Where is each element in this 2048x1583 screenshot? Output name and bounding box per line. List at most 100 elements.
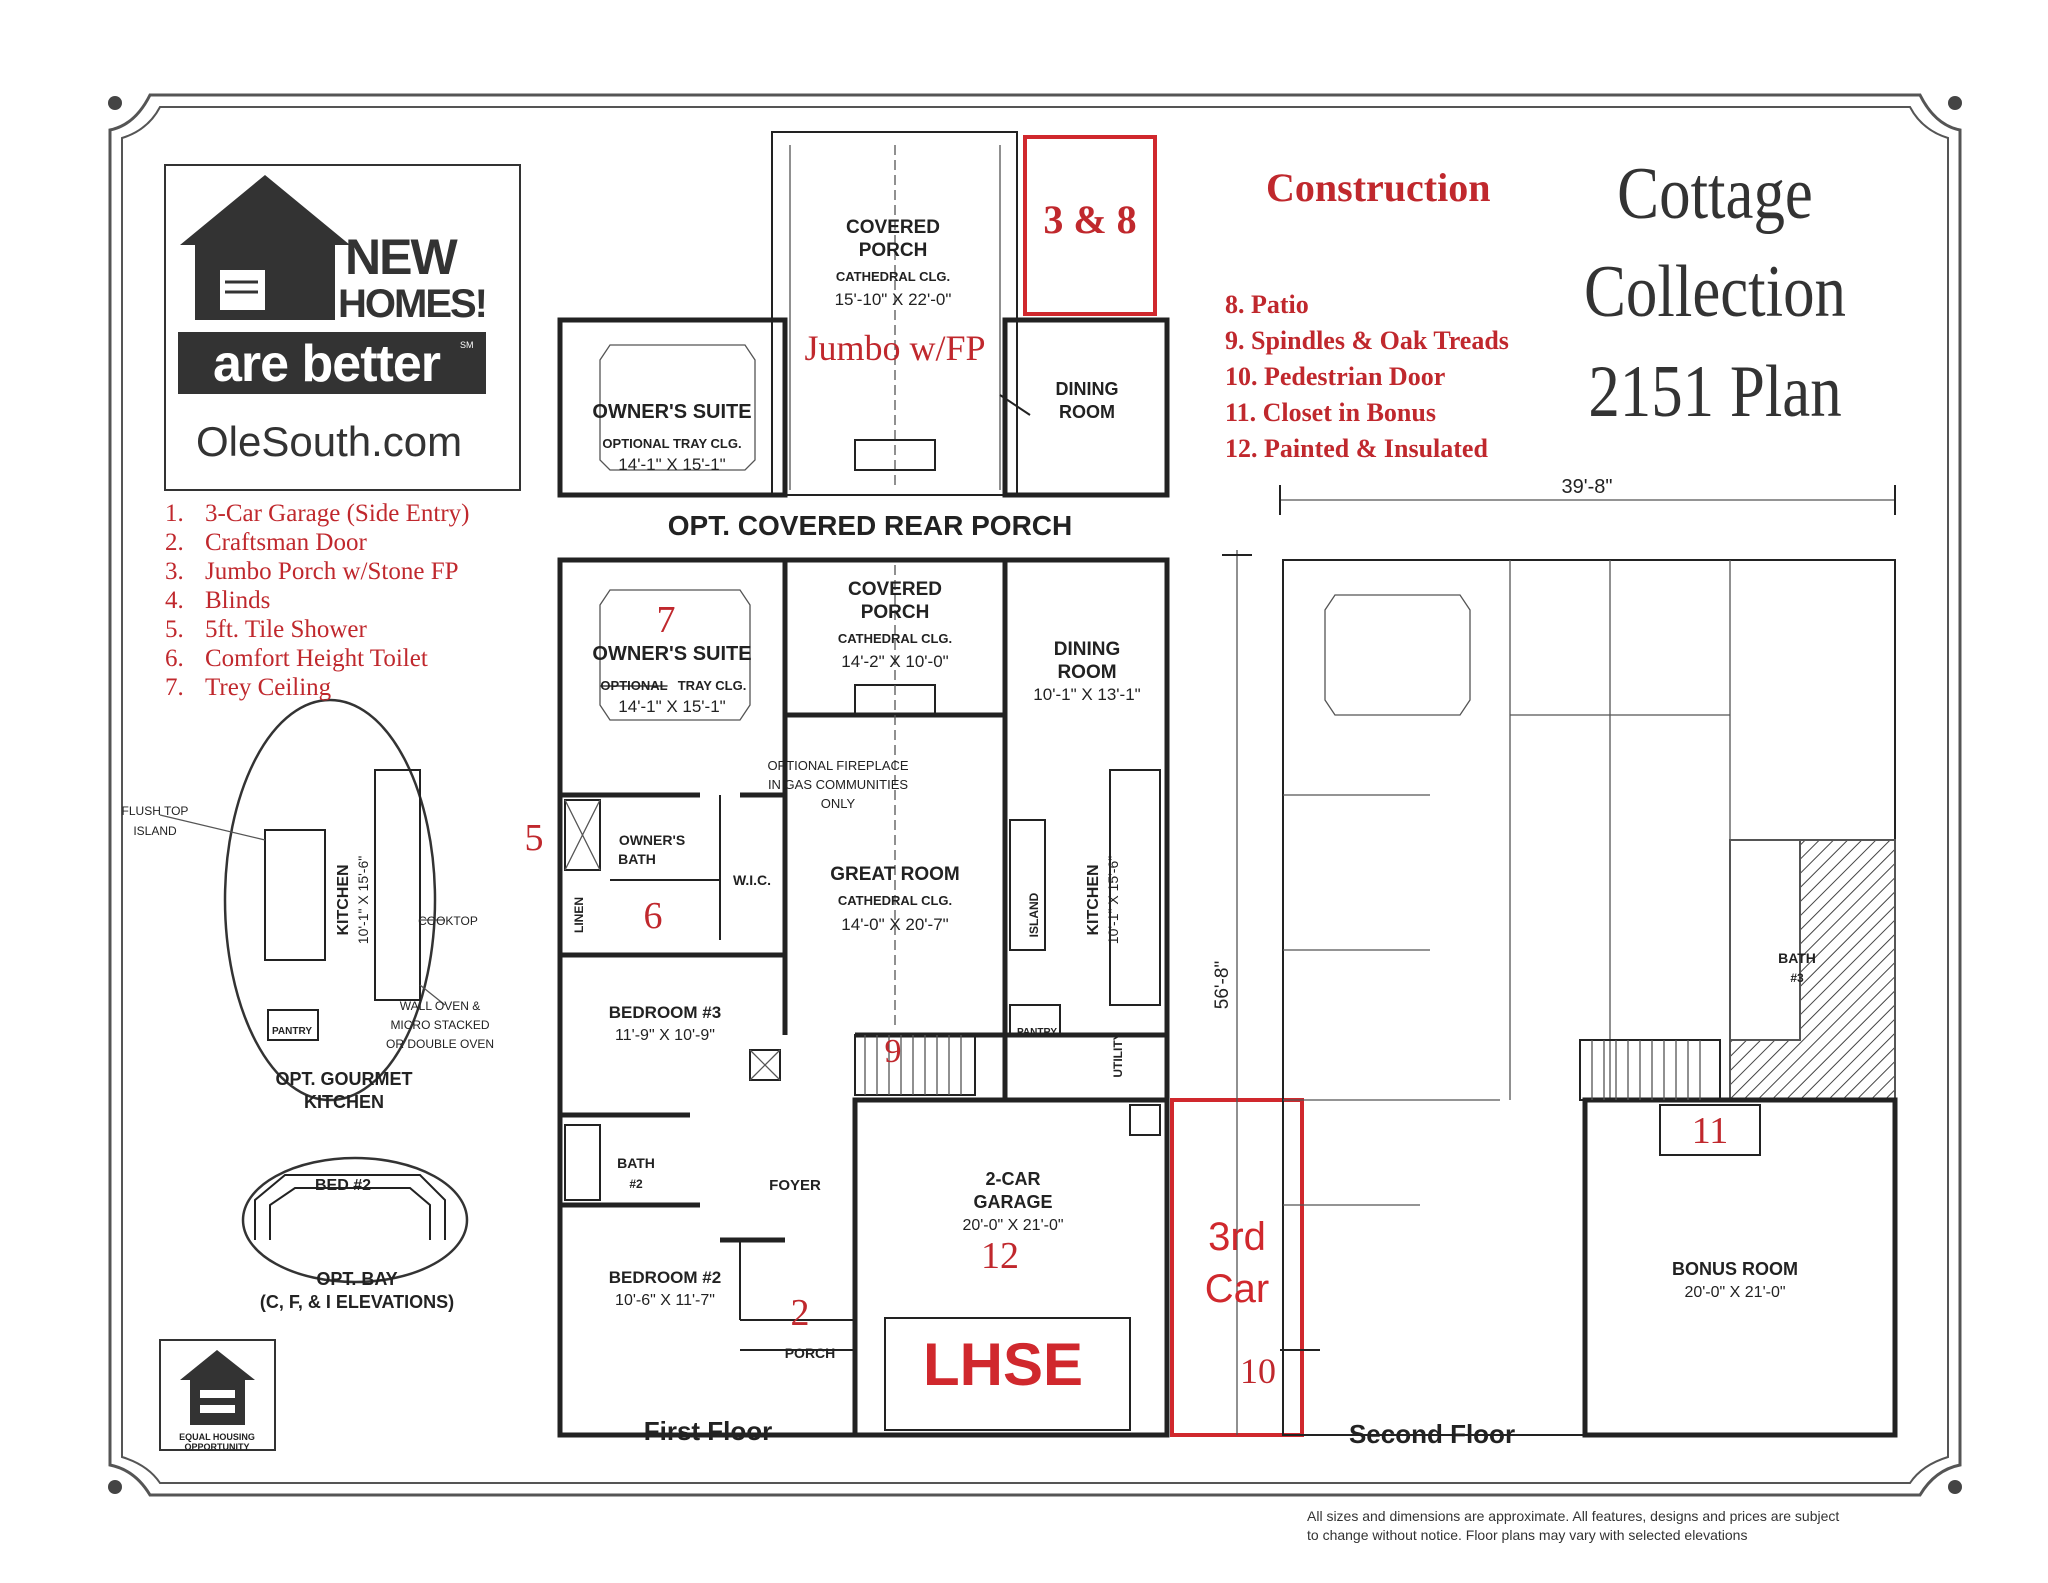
- pantry-label: PANTRY: [1017, 1027, 1057, 1038]
- annotation-3rd: 3rd: [1208, 1215, 1266, 1259]
- oven-note-1: WALL OVEN &: [400, 999, 480, 1013]
- kitchen-size: 10'-1" X 15'-6": [1105, 856, 1121, 944]
- logo-new: NEW: [345, 229, 458, 285]
- width-dimension-label: 39'-8": [1562, 476, 1613, 498]
- equal-housing-text-1: EQUAL HOUSING: [179, 1432, 255, 1442]
- great-room-label: GREAT ROOM: [830, 864, 959, 885]
- owners-suite-size: 14'-1" X 15'-1": [618, 697, 725, 716]
- opt-owners-suite-label: OWNER'S SUITE: [592, 401, 751, 423]
- construction-item-12: 12. Painted & Insulated: [1225, 434, 1488, 463]
- fireplace-note-1: OPTIONAL FIREPLACE: [767, 758, 908, 773]
- optional-struck-label: OPTIONAL: [600, 678, 667, 693]
- bedroom-2-size: 10'-6" X 11'-7": [615, 1292, 715, 1309]
- plan-title-line-1: Cottage: [1617, 153, 1813, 235]
- annotation-lhse: LHSE: [923, 1331, 1083, 1398]
- opt-owners-tray: OPTIONAL TRAY CLG.: [602, 436, 741, 451]
- dining-room-label-1: DINING: [1054, 639, 1121, 660]
- annotation-11: 11: [1692, 1110, 1729, 1152]
- flush-top-label: FLUSH TOP: [122, 804, 189, 818]
- disclaimer-line-1: All sizes and dimensions are approximate…: [1307, 1508, 1840, 1524]
- opt-dining-label-1: DINING: [1056, 379, 1119, 399]
- option-text-3: Jumbo Porch w/Stone FP: [205, 558, 459, 585]
- opt-porch-label-1: COVERED: [846, 217, 940, 238]
- flush-island-label: ISLAND: [133, 824, 177, 838]
- option-text-6: Comfort Height Toilet: [205, 645, 428, 672]
- annotation-12: 12: [981, 1235, 1019, 1277]
- second-floor-plan: [1279, 485, 1898, 1438]
- island-label: ISLAND: [1027, 892, 1041, 937]
- option-num-7: 7.: [165, 674, 184, 701]
- dining-room-label-2: ROOM: [1057, 662, 1116, 683]
- bedroom-3-size: 11'-9" X 10'-9": [615, 1027, 715, 1044]
- bath-3-label-1: BATH: [1778, 950, 1816, 966]
- bay-title-2: (C, F, & I ELEVATIONS): [260, 1292, 454, 1312]
- bonus-room-size: 20'-0" X 21'-0": [1684, 1284, 1785, 1301]
- opt-porch-label-2: PORCH: [859, 240, 928, 261]
- great-room-size: 14'-0" X 20'-7": [841, 915, 948, 934]
- annotation-3-and-8: 3 & 8: [1043, 197, 1136, 242]
- first-floor-title: First Floor: [644, 1416, 773, 1446]
- opt-rear-porch-title: OPT. COVERED REAR PORCH: [668, 510, 1073, 541]
- annotation-9: 9: [885, 1033, 902, 1070]
- depth-dimension-label: 56'-8": [1212, 961, 1233, 1009]
- opt-porch-size: 15'-10" X 22'-0": [835, 290, 952, 309]
- oven-note-2: MICRO STACKED: [390, 1018, 489, 1032]
- first-floor-plan: [557, 557, 1170, 1438]
- tray-ceiling-label: TRAY CLG.: [678, 678, 747, 693]
- garage-label-2: GARAGE: [973, 1192, 1052, 1212]
- option-text-5: 5ft. Tile Shower: [205, 616, 367, 643]
- owners-suite-label: OWNER'S SUITE: [592, 643, 751, 665]
- logo-homes: HOMES!: [338, 282, 488, 326]
- covered-porch-size: 14'-2" X 10'-0": [841, 652, 948, 671]
- builder-logo: [164, 164, 521, 491]
- option-text-4: Blinds: [205, 587, 271, 614]
- dining-room-size: 10'-1" X 13'-1": [1033, 685, 1140, 704]
- bedroom-3-label: BEDROOM #3: [609, 1003, 721, 1022]
- bath-2-label-1: BATH: [617, 1155, 655, 1171]
- opt-rear-porch-plan: [557, 131, 1170, 498]
- construction-item-9: 9. Spindles & Oak Treads: [1225, 326, 1509, 355]
- annotation-7: 7: [657, 599, 676, 641]
- utility-label: UTILITY: [1111, 1032, 1125, 1077]
- bath-2-label-2: #2: [629, 1177, 643, 1191]
- covered-porch-label-1: COVERED: [848, 579, 942, 600]
- bay-title-1: OPT. BAY: [316, 1269, 397, 1289]
- opt-owners-size: 14'-1" X 15'-1": [618, 455, 725, 474]
- option-num-6: 6.: [165, 645, 184, 672]
- plan-title-line-2: Collection: [1583, 251, 1847, 333]
- opt-dining-label-2: ROOM: [1059, 402, 1115, 422]
- garage-label-1: 2-CAR: [985, 1169, 1040, 1189]
- option-text-1: 3-Car Garage (Side Entry): [205, 500, 470, 527]
- annotation-10: 10: [1240, 1351, 1276, 1391]
- foyer-label: FOYER: [769, 1177, 821, 1194]
- gourmet-kitchen-vertical: KITCHEN: [335, 864, 352, 935]
- cooktop-label: COOKTOP: [418, 914, 478, 928]
- bedroom-2-label: BEDROOM #2: [609, 1268, 721, 1287]
- annotation-6: 6: [644, 895, 663, 937]
- kitchen-label: KITCHEN: [1085, 864, 1102, 935]
- gourmet-title-1: OPT. GOURMET: [275, 1069, 412, 1089]
- owners-bath-label-2: BATH: [618, 851, 656, 867]
- patio-option-box: [1023, 135, 1157, 316]
- opt-porch-cathedral: CATHEDRAL CLG.: [836, 269, 950, 284]
- gourmet-kitchen-size: 10'-1" X 15'-6": [355, 856, 371, 944]
- logo-tagline: are better: [213, 335, 441, 393]
- annotation-car: Car: [1205, 1267, 1269, 1311]
- opt-bay-inset: [241, 1156, 469, 1284]
- annotation-5: 5: [525, 817, 544, 859]
- bonus-room-label: BONUS ROOM: [1672, 1259, 1798, 1279]
- option-num-3: 3.: [165, 558, 184, 585]
- construction-item-8: 8. Patio: [1225, 290, 1309, 319]
- covered-porch-label-2: PORCH: [861, 602, 930, 623]
- option-num-4: 4.: [165, 587, 184, 614]
- covered-porch-cathedral: CATHEDRAL CLG.: [838, 631, 952, 646]
- oven-note-3: OR DOUBLE OVEN: [386, 1037, 494, 1051]
- second-floor-title: Second Floor: [1349, 1419, 1515, 1449]
- gourmet-kitchen-inset: [159, 698, 446, 1102]
- wic-label: W.I.C.: [733, 872, 771, 888]
- option-num-1: 1.: [165, 500, 184, 527]
- fireplace-note-3: ONLY: [821, 796, 856, 811]
- annotation-jumbo-fp: Jumbo w/FP: [804, 328, 985, 368]
- option-text-2: Craftsman Door: [205, 529, 367, 556]
